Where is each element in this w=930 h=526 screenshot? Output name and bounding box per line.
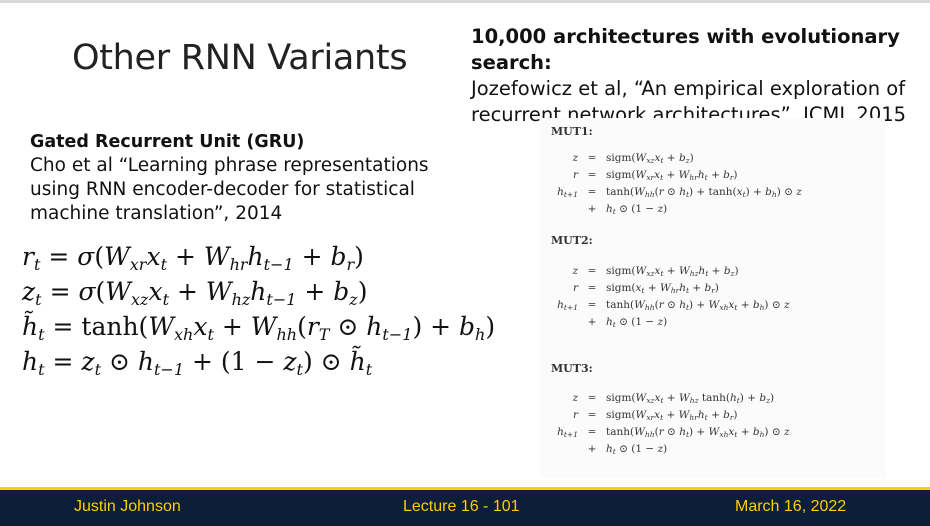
gru-candidate-equation: h̃t = tanh(Wxhxt + Whh(rT ⊙ ht−1) + bh) [22,312,496,344]
top-border [0,0,930,3]
footer-date: March 16, 2022 [735,498,847,515]
gru-citation: Cho et al “Learning phrase representatio… [30,155,429,224]
mut2-h-continuation: +ht ⊙ (1 − z) [587,316,668,329]
mut3-r-equation: r=sigm(Wxrxt + Whrht + br) [572,409,738,422]
mut-architectures-figure: MUT1: z=sigm(Wxzxt + bz) r=sigm(Wxrxt + … [540,118,885,478]
mut3-h-equation: ht+1=tanh(Whh(r ⊙ ht) + Wxhxt + bh) ⊙ z [557,426,790,439]
footer-lecture: Lecture 16 - 101 [403,498,520,515]
mut2-r-equation: r=sigm(xt + Whrht + br) [572,282,719,295]
mut1-r-equation: r=sigm(Wxrxt + Whrht + br) [572,169,738,182]
slide-title: Other RNN Variants [72,38,408,78]
mut3-h-continuation: +ht ⊙ (1 − z) [587,443,668,456]
mut2-z-equation: z=sigm(Wxzxt + Whzht + bz) [572,265,739,278]
footer-bar [0,487,930,526]
evolutionary-search-reference: 10,000 architectures with evolutionary s… [471,24,926,128]
gru-reset-gate-equation: rt = σ(Wxrxt + Whrht−1 + br) [22,242,364,274]
mut3-label: MUT3: [551,362,593,375]
mut3-z-equation: z=sigm(Wxzxt + Whz tanh(ht) + bz) [572,392,775,405]
gru-heading: Gated Recurrent Unit (GRU) [30,132,305,152]
gru-reference: Gated Recurrent Unit (GRU) Cho et al “Le… [30,130,450,226]
footer-author: Justin Johnson [74,498,181,515]
mut1-h-equation: ht+1=tanh(Whh(r ⊙ ht) + tanh(xt) + bh) ⊙… [557,186,802,199]
mut1-z-equation: z=sigm(Wxzxt + bz) [572,152,694,165]
mut2-label: MUT2: [551,234,593,247]
footer-stripe [0,487,930,490]
reference-heading: 10,000 architectures with evolutionary s… [471,25,900,74]
mut2-h-equation: ht+1=tanh(Whh(r ⊙ ht) + Wxhxt + bh) ⊙ z [557,299,790,312]
mut1-h-continuation: +ht ⊙ (1 − z) [587,203,668,216]
mut1-label: MUT1: [551,125,593,138]
gru-update-gate-equation: zt = σ(Wxzxt + Whzht−1 + bz) [22,277,368,309]
gru-hidden-state-equation: ht = zt ⊙ ht−1 + (1 − zt) ⊙ h̃t [22,347,373,379]
